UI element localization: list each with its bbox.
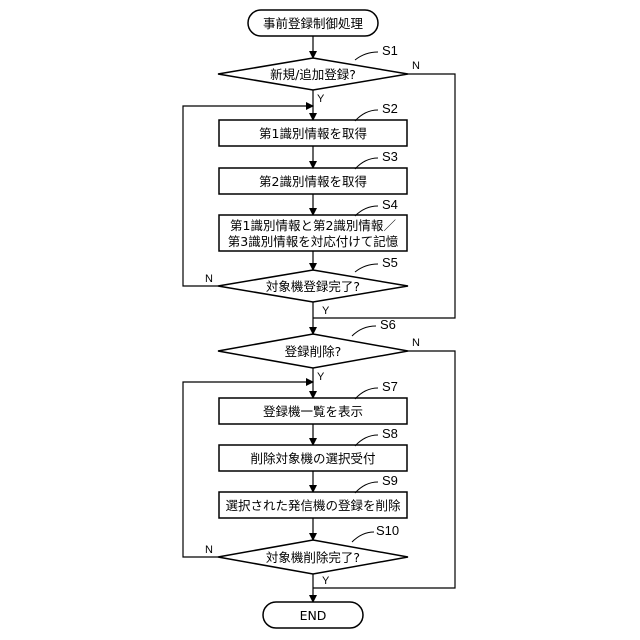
- step-leader-line: [352, 532, 374, 542]
- yes-label-s6: Y: [317, 371, 325, 383]
- step-label-s8: S8: [382, 426, 398, 441]
- end-label: END: [300, 608, 327, 623]
- step-label-s1: S1: [382, 43, 398, 58]
- step-label-s3: S3: [382, 149, 398, 164]
- no-label-s10: N: [205, 544, 213, 556]
- yes-label-s5: Y: [322, 305, 330, 317]
- step-label-s9: S9: [382, 473, 398, 488]
- no-label-s5: N: [205, 273, 213, 285]
- step-label-s7: S7: [382, 379, 398, 394]
- step-label-s5: S5: [382, 255, 398, 270]
- process-s2-label: 第1識別情報を取得: [259, 126, 367, 141]
- decision-s1-label: 新規/追加登録?: [270, 67, 356, 82]
- step-label-s2: S2: [382, 101, 398, 116]
- start-label: 事前登録制御処理: [263, 16, 364, 31]
- step-leader-line: [352, 326, 376, 336]
- process-s8-label: 削除対象機の選択受付: [250, 451, 375, 466]
- decision-s10-label: 対象機削除完了?: [266, 550, 360, 565]
- yes-label-s10: Y: [322, 575, 330, 587]
- process-s7-label: 登録機一覧を表示: [263, 404, 363, 419]
- yes-label-s1: Y: [317, 93, 325, 105]
- process-s4-label-line1: 第1識別情報と第2識別情報／: [230, 218, 396, 233]
- process-s4-label-line2: 第3識別情報を対応付けて記憶: [228, 234, 399, 249]
- step-label-s10: S10: [376, 523, 399, 538]
- no-label-s1: N: [412, 60, 420, 72]
- decision-s6-label: 登録削除?: [285, 344, 342, 359]
- step-leader-line: [355, 52, 378, 60]
- step-leader-line: [355, 264, 378, 272]
- process-s3-label: 第2識別情報を取得: [259, 174, 367, 189]
- no-label-s6: N: [412, 337, 420, 349]
- decision-s5-label: 対象機登録完了?: [266, 279, 360, 294]
- process-s9-label: 選択された発信機の登録を削除: [225, 498, 401, 513]
- step-label-s6: S6: [380, 317, 396, 332]
- step-label-s4: S4: [382, 197, 398, 212]
